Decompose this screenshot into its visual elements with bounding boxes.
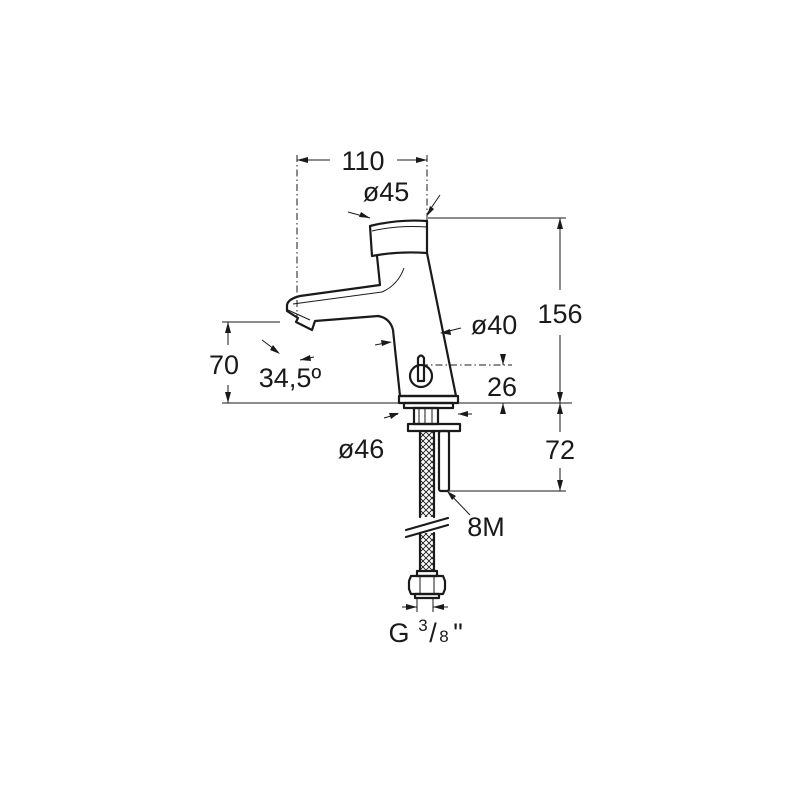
dimension-lines — [225, 157, 563, 610]
connection-numerator: 3 — [418, 616, 427, 635]
dim-width-top: 110 — [341, 146, 384, 176]
dim-head-diameter: ø45 — [363, 177, 410, 207]
dim-body-diameter: ø40 — [471, 310, 518, 340]
hex-nut-icon — [407, 569, 447, 600]
connection-denominator: 8 — [439, 627, 448, 646]
dim-fixing-thread: 8M — [467, 512, 505, 542]
connection-unit: " — [453, 618, 463, 648]
dim-connection-thread: G 3 / 8 " — [388, 616, 462, 648]
dim-total-height: 156 — [537, 299, 582, 329]
dim-base-diameter: ø46 — [338, 434, 385, 464]
push-button-icon — [408, 354, 434, 389]
connection-g-label: G — [388, 618, 409, 648]
dim-button-height: 26 — [487, 372, 517, 402]
dim-spout-height: 70 — [209, 350, 239, 380]
dim-under-height: 72 — [545, 435, 575, 465]
dim-spout-angle: 34,5º — [259, 363, 322, 393]
extension-lines — [222, 155, 572, 612]
connection-slash: / — [429, 618, 437, 648]
braided-hose-icon — [404, 429, 450, 573]
